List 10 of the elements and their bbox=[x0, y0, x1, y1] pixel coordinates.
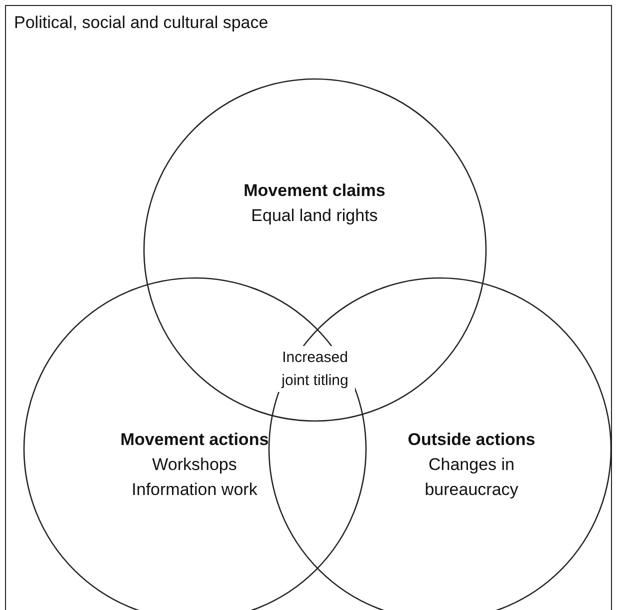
circle-heading: Movement claims bbox=[242, 180, 386, 202]
venn-circle bbox=[142, 78, 486, 422]
intersection-label: Increased joint titling bbox=[275, 346, 355, 392]
frame-title: Political, social and cultural space bbox=[14, 13, 268, 33]
circle-heading: Outside actions bbox=[406, 428, 536, 450]
circle-text: Workshops bbox=[151, 454, 238, 476]
circle-text: Changes in bureaucracy bbox=[424, 454, 520, 500]
circle-heading: Movement actions bbox=[119, 428, 270, 450]
circle-text: Equal land rights bbox=[250, 204, 379, 226]
circle-text: Information work bbox=[130, 478, 258, 500]
